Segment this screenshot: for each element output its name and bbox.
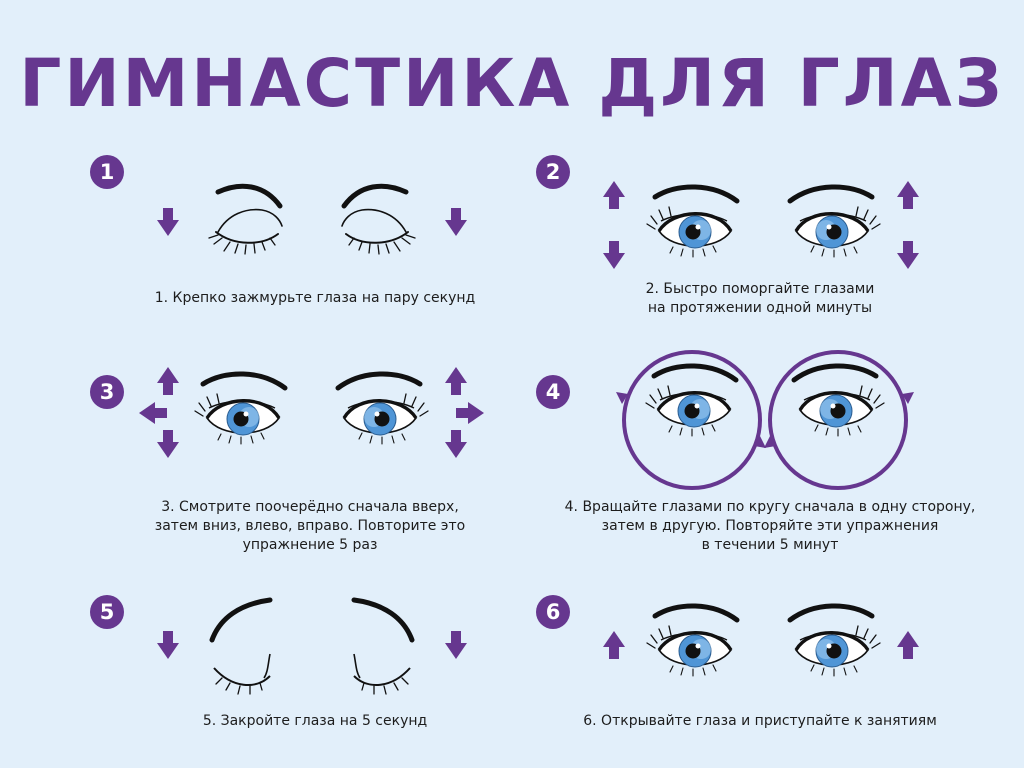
exercise-4-illustration — [616, 350, 914, 490]
step-number-3: 3 — [90, 375, 124, 409]
closed-right-eye-icon — [342, 186, 415, 254]
arrow-down-icon — [157, 208, 179, 236]
step-number-2: 2 — [536, 155, 570, 189]
arrow-up-icon — [897, 631, 919, 659]
arrow-down-icon — [445, 631, 467, 659]
open-right-eye-icon — [794, 366, 884, 436]
open-left-eye-icon — [647, 606, 737, 676]
open-left-eye-icon — [195, 374, 285, 444]
exercise-1-illustration — [157, 186, 467, 254]
step-caption-6: 6. Открывайте глаза и приступайте к заня… — [583, 713, 937, 729]
step-caption-4: 4. Вращайте глазами по кругу сначала в о… — [564, 499, 976, 553]
step-number-6: 6 — [536, 595, 570, 629]
arrow-up-icon — [897, 181, 919, 209]
arrow-up-icon — [157, 367, 179, 395]
closed-left-eye-icon — [209, 597, 273, 695]
arrow-down-icon — [603, 241, 625, 269]
step-number-4: 4 — [536, 375, 570, 409]
circular-arrow-icon — [622, 350, 762, 490]
open-left-eye-icon — [646, 366, 736, 436]
step-caption-2: 2. Быстро поморгайте глазами на протяжен… — [645, 281, 875, 316]
step-caption-3: 3. Смотрите поочерёдно сначала вверх, за… — [154, 499, 466, 553]
arrow-down-icon — [157, 631, 179, 659]
open-right-eye-icon — [790, 606, 880, 676]
exercise-5-illustration — [157, 597, 467, 695]
exercise-2-illustration — [603, 181, 919, 269]
arrow-up-icon — [603, 181, 625, 209]
closed-left-eye-icon — [209, 186, 282, 254]
arrow-down-icon — [445, 430, 467, 458]
exercise-3-illustration — [139, 367, 484, 458]
open-left-eye-icon — [647, 187, 737, 257]
step-number-5: 5 — [90, 595, 124, 629]
step-number-1: 1 — [90, 155, 124, 189]
arrow-up-icon — [445, 367, 467, 395]
arrow-right-icon — [456, 402, 484, 424]
step-caption-1: 1. Крепко зажмурьте глаза на пару секунд — [154, 290, 476, 306]
arrow-down-icon — [445, 208, 467, 236]
exercise-6-illustration — [603, 606, 919, 676]
arrow-up-icon — [603, 631, 625, 659]
circular-arrow-icon — [768, 350, 908, 490]
page-title: ГИМНАСТИКА ДЛЯ ГЛАЗ — [19, 45, 1005, 122]
arrow-down-icon — [897, 241, 919, 269]
open-right-eye-icon — [338, 374, 428, 444]
closed-right-eye-icon — [351, 597, 415, 695]
arrow-left-icon — [139, 402, 167, 424]
arrow-down-icon — [157, 430, 179, 458]
open-right-eye-icon — [790, 187, 880, 257]
step-caption-5: 5. Закройте глаза на 5 секунд — [202, 713, 428, 729]
